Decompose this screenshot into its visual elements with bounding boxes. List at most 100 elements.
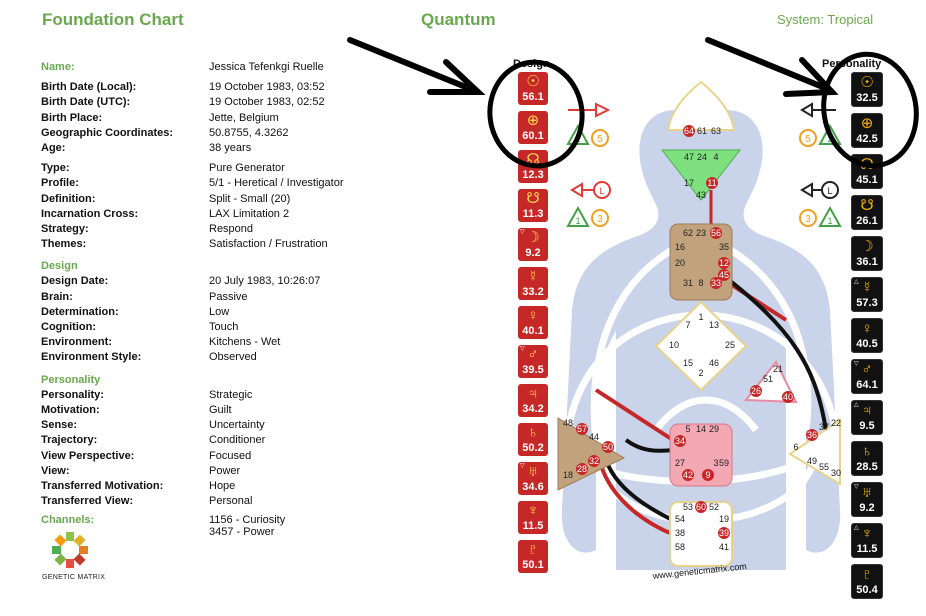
gate-number[interactable]: 57 <box>577 424 587 434</box>
gate-number[interactable]: 33 <box>711 278 721 288</box>
gate-number[interactable]: 13 <box>709 320 719 330</box>
gate-number[interactable]: 56 <box>711 228 721 238</box>
gate-number[interactable]: 34 <box>675 436 685 446</box>
gate-number[interactable]: 5 <box>685 424 690 434</box>
gate-number[interactable]: 24 <box>697 152 707 162</box>
active-gate-marker <box>682 469 694 481</box>
personality-activation-tile[interactable]: ♄28.5 <box>851 441 883 476</box>
gate-number[interactable]: 35 <box>719 242 729 252</box>
logo-text: GENETIC MATRIX <box>42 574 106 581</box>
gate-number[interactable]: 36 <box>807 430 817 440</box>
gate-number[interactable]: 12 <box>719 258 729 268</box>
personality-activation-tile[interactable]: ▽♂64.1 <box>851 359 883 394</box>
gate-number[interactable]: 19 <box>719 514 729 524</box>
gate-number[interactable]: 4 <box>713 152 718 162</box>
gate-number[interactable]: 31 <box>683 278 693 288</box>
gate-number[interactable]: 51 <box>763 374 773 384</box>
personality-activation-tile[interactable]: △♆11.5 <box>851 523 883 558</box>
gate-number[interactable]: 7 <box>685 320 690 330</box>
gate-number[interactable]: 30 <box>831 468 841 478</box>
gate-number[interactable]: 15 <box>683 358 693 368</box>
gate-line-value: 40.1 <box>522 325 544 337</box>
design-activation-tile[interactable]: ♀40.1 <box>518 306 548 339</box>
personality-activation-tile[interactable]: ♀40.5 <box>851 318 883 353</box>
design-activation-tile[interactable]: ☋11.3 <box>518 189 548 222</box>
gate-number[interactable]: 1 <box>698 312 703 322</box>
gate-number[interactable]: 2 <box>698 368 703 378</box>
gate-line-value: 50.1 <box>522 559 544 571</box>
gate-number[interactable]: 47 <box>684 152 694 162</box>
gate-number[interactable]: 64 <box>684 126 694 136</box>
design-activation-tile[interactable]: ☊12.3 <box>518 150 548 183</box>
personality-activation-tile[interactable]: △☿57.3 <box>851 277 883 312</box>
gate-number[interactable]: 50 <box>603 442 613 452</box>
personality-activation-tile[interactable]: △♃9.5 <box>851 400 883 435</box>
personality-activation-tile[interactable]: ☊45.1 <box>851 154 883 189</box>
info-row: Themes:Satisfaction / Frustration <box>41 237 401 252</box>
design-activation-tile[interactable]: ☿33.2 <box>518 267 548 300</box>
design-activation-tile[interactable]: ♇50.1 <box>518 540 548 573</box>
gate-number[interactable]: 45 <box>719 270 729 280</box>
gate-number[interactable]: 43 <box>696 190 706 200</box>
design-activation-tile[interactable]: ▽♅34.6 <box>518 462 548 495</box>
gate-number[interactable]: 11 <box>707 178 716 188</box>
personality-activation-tile[interactable]: ⊕42.5 <box>851 113 883 148</box>
gate-number[interactable]: 16 <box>675 242 685 252</box>
gate-number[interactable]: 3 <box>713 458 718 468</box>
personality-activation-tile[interactable]: ☽36.1 <box>851 236 883 271</box>
gate-number[interactable]: 58 <box>675 542 685 552</box>
design-activation-tile[interactable]: ☉56.1 <box>518 72 548 105</box>
personality-activation-tile[interactable]: ▽♅9.2 <box>851 482 883 517</box>
personality-activation-tile[interactable]: ♇50.4 <box>851 564 883 599</box>
gate-number[interactable]: 46 <box>709 358 719 368</box>
info-label: Sense: <box>41 419 78 432</box>
design-activation-tile[interactable]: ▽♂39.5 <box>518 345 548 378</box>
design-activation-tile[interactable]: ⊕60.1 <box>518 111 548 144</box>
design-activation-tile[interactable]: ♆11.5 <box>518 501 548 534</box>
gate-number[interactable]: 8 <box>698 278 703 288</box>
gate-number[interactable]: 20 <box>675 258 685 268</box>
gate-number[interactable]: 42 <box>683 470 693 480</box>
design-activation-tile[interactable]: ▽☽9.2 <box>518 228 548 261</box>
gate-number[interactable]: 28 <box>577 464 587 474</box>
gate-number[interactable]: 9 <box>705 470 710 480</box>
chart-type-label: Quantum <box>421 10 496 29</box>
gate-number[interactable]: 27 <box>675 458 685 468</box>
gate-number[interactable]: 18 <box>563 470 573 480</box>
gate-number[interactable]: 40 <box>783 392 793 402</box>
gate-number[interactable]: 62 <box>683 228 693 238</box>
gate-number[interactable]: 21 <box>773 364 783 374</box>
gate-number[interactable]: 39 <box>719 528 729 538</box>
gate-number[interactable]: 41 <box>719 542 729 552</box>
gate-number[interactable]: 44 <box>589 432 599 442</box>
gate-number[interactable]: 55 <box>819 462 829 472</box>
gate-number[interactable]: 53 <box>683 502 693 512</box>
gate-number[interactable]: 48 <box>563 418 573 428</box>
gate-number[interactable]: 59 <box>719 458 729 468</box>
gate-number[interactable]: 54 <box>675 514 685 524</box>
gate-number[interactable]: 63 <box>711 126 721 136</box>
gate-number[interactable]: 22 <box>831 418 841 428</box>
design-activation-tile[interactable]: ♄50.2 <box>518 423 548 456</box>
gate-number[interactable]: 17 <box>684 178 694 188</box>
gate-number[interactable]: 23 <box>696 228 706 238</box>
gate-number[interactable]: 26 <box>751 386 761 396</box>
info-label: View: <box>41 464 70 477</box>
personality-activation-tile[interactable]: ☋26.1 <box>851 195 883 230</box>
info-row: Environment:Kitchens - Wet <box>41 335 401 350</box>
gate-number[interactable]: 32 <box>589 456 599 466</box>
gate-number[interactable]: 10 <box>669 340 679 350</box>
design-activation-tile[interactable]: ♃34.2 <box>518 384 548 417</box>
gate-number[interactable]: 61 <box>697 126 707 136</box>
planet-glyph-icon: ☉ <box>526 73 540 90</box>
gate-number[interactable]: 37 <box>819 422 829 432</box>
gate-number[interactable]: 60 <box>696 502 706 512</box>
gate-number[interactable]: 14 <box>696 424 706 434</box>
gate-number[interactable]: 25 <box>725 340 735 350</box>
personality-activation-tile[interactable]: ☉32.5 <box>851 72 883 107</box>
gate-number[interactable]: 38 <box>675 528 685 538</box>
gate-number[interactable]: 6 <box>793 442 798 452</box>
gate-number[interactable]: 29 <box>709 424 719 434</box>
gate-number[interactable]: 52 <box>709 502 719 512</box>
gate-number[interactable]: 49 <box>807 456 817 466</box>
